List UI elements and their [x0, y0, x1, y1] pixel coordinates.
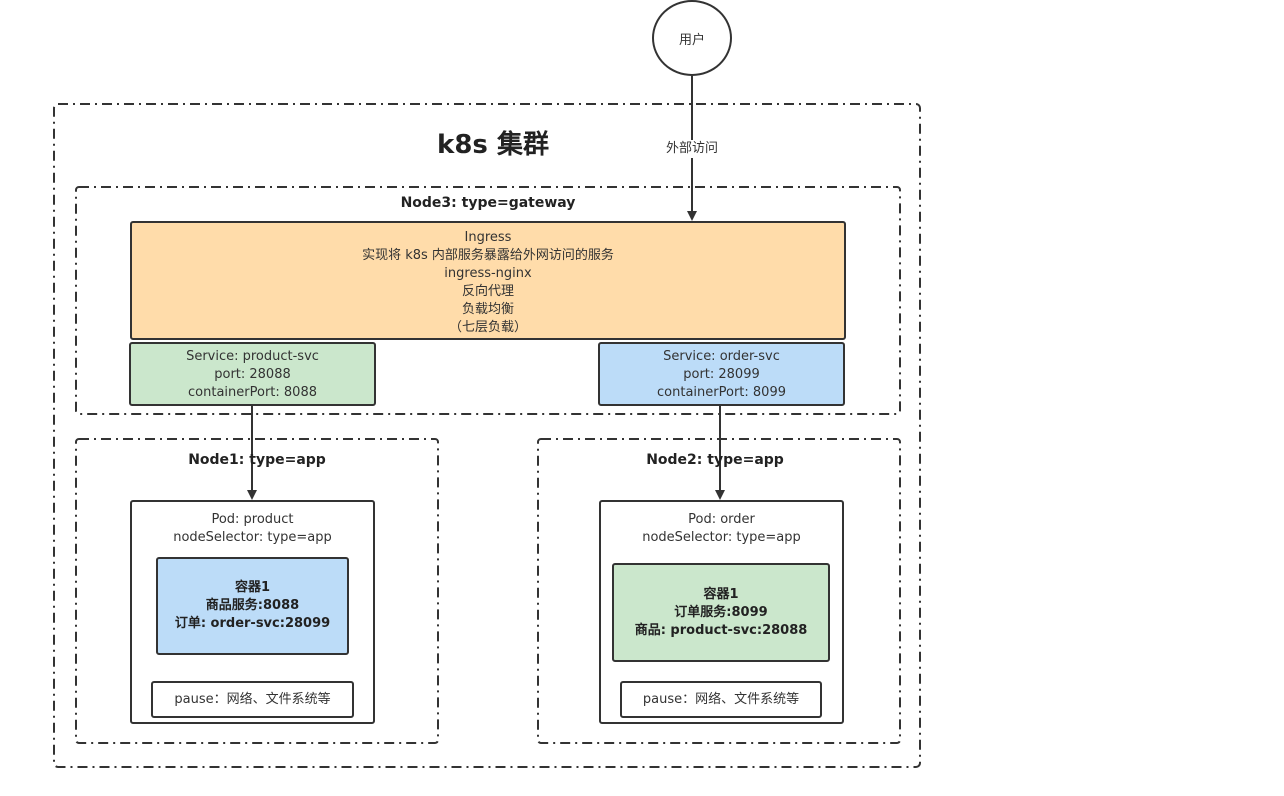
node2-title: Node2: type=app — [646, 452, 784, 468]
ingress-line: （七层负载） — [448, 320, 527, 335]
container-line: 容器1 — [703, 587, 739, 602]
ingress-line: ingress-nginx — [444, 266, 532, 281]
node1-boundary — [75, 438, 439, 744]
container-line: 容器1 — [234, 580, 271, 595]
pause-label: pause：网络、文件系统等 — [174, 692, 331, 707]
pause-label: pause：网络、文件系统等 — [642, 692, 800, 707]
pod-line: Pod: order — [688, 512, 755, 527]
cluster-boundary — [53, 103, 921, 768]
service-product-box: Service: product-svc port: 28088 contain… — [129, 342, 376, 406]
pod-line: nodeSelector: type=app — [173, 530, 332, 545]
service-line: containerPort: 8099 — [657, 385, 786, 400]
ingress-box: Ingress 实现将 k8s 内部服务暴露给外网访问的服务 ingress-n… — [130, 221, 846, 340]
container-line: 订单服务:8099 — [674, 605, 768, 620]
container-product-box: 容器1 商品服务:8088 订单: order-svc:28099 — [156, 557, 349, 655]
service-line: Service: order-svc — [663, 349, 780, 364]
container-line: 商品: product-svc:28088 — [634, 623, 808, 638]
pause-order-box: pause：网络、文件系统等 — [620, 681, 822, 718]
external-access-label: 外部访问 — [652, 140, 732, 158]
container-order-box: 容器1 订单服务:8099 商品: product-svc:28088 — [612, 563, 830, 662]
service-line: Service: product-svc — [186, 349, 319, 364]
user-node: 用户 — [652, 0, 732, 76]
service-line: port: 28099 — [683, 367, 760, 382]
container-line: 订单: order-svc:28099 — [174, 616, 331, 631]
node3-title: Node3: type=gateway — [400, 195, 576, 211]
cluster-title: k8s 集群 — [437, 130, 549, 160]
pause-product-box: pause：网络、文件系统等 — [151, 681, 354, 718]
ingress-line: Ingress — [464, 230, 512, 245]
service-line: port: 28088 — [214, 367, 291, 382]
ingress-line: 反向代理 — [461, 284, 514, 299]
service-line: containerPort: 8088 — [188, 385, 317, 400]
node1-title: Node1: type=app — [188, 452, 326, 468]
ingress-line: 负载均衡 — [461, 302, 514, 317]
pod-line: Pod: product — [211, 512, 294, 527]
pod-line: nodeSelector: type=app — [642, 530, 801, 545]
container-line: 商品服务:8088 — [205, 598, 300, 613]
service-order-box: Service: order-svc port: 28099 container… — [598, 342, 845, 406]
node3-boundary — [75, 186, 901, 415]
ingress-line: 实现将 k8s 内部服务暴露给外网访问的服务 — [362, 248, 614, 263]
user-label: 用户 — [678, 32, 705, 48]
